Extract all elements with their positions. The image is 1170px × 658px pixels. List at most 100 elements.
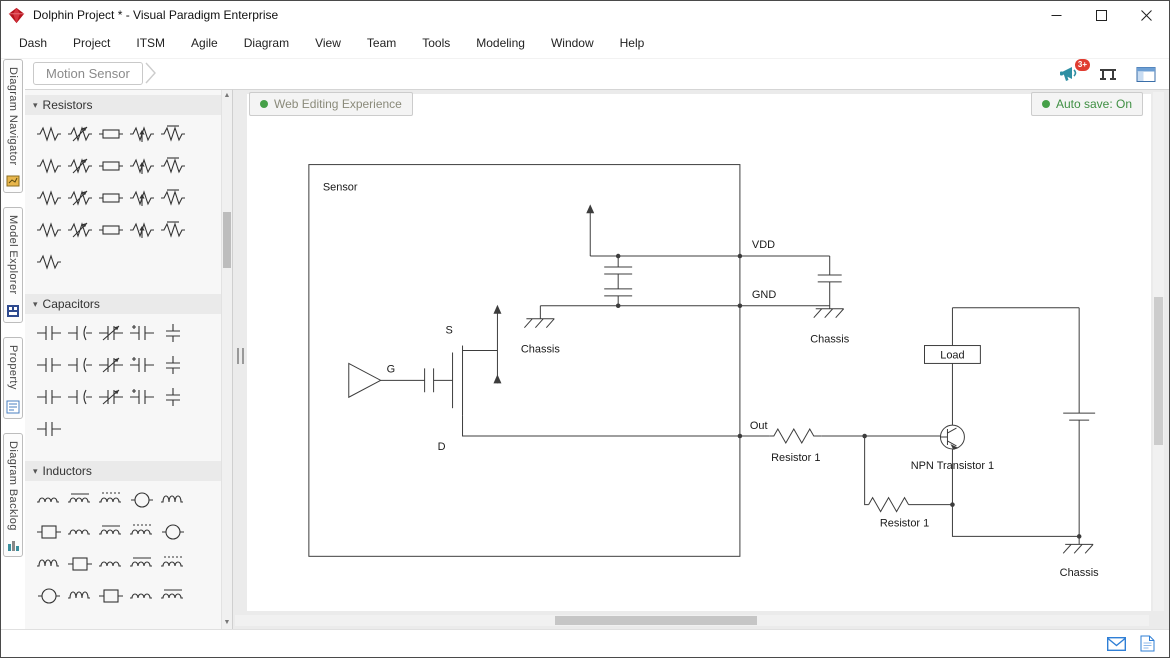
capacitor-symbol-icon[interactable] [64, 349, 95, 381]
palette-section-capacitors[interactable]: ▾Capacitors [25, 294, 222, 314]
inductor-symbol-icon[interactable] [126, 580, 157, 612]
maximize-button[interactable] [1079, 1, 1124, 29]
resistor-symbol-icon[interactable] [64, 182, 95, 214]
vertical-scrollbar[interactable] [1153, 92, 1164, 611]
capacitor-symbol-icon[interactable] [64, 381, 95, 413]
diagram-page[interactable]: Sensor G S D VDD GND Out Chassis Chassis… [247, 94, 1151, 611]
table-panel-icon[interactable] [1133, 62, 1159, 86]
capacitor-symbol[interactable] [1063, 307, 1096, 537]
inductor-symbol-icon[interactable] [95, 548, 126, 580]
inductor-symbol-icon[interactable] [126, 548, 157, 580]
amplifier-symbol[interactable] [348, 362, 382, 399]
menu-item-window[interactable]: Window [550, 36, 594, 50]
menu-item-modeling[interactable]: Modeling [476, 36, 525, 50]
horizontal-scrollbar[interactable] [235, 615, 1149, 626]
capacitor-symbol-icon[interactable] [126, 349, 157, 381]
resistor-symbol-icon[interactable] [157, 214, 188, 246]
menu-item-agile[interactable]: Agile [191, 36, 218, 50]
circuit-diagram[interactable]: Sensor G S D VDD GND Out Chassis Chassis… [247, 94, 1151, 611]
resistor-symbol-icon[interactable] [126, 150, 157, 182]
capacitor-symbol-icon[interactable] [95, 381, 126, 413]
inductor-symbol-icon[interactable] [157, 516, 188, 548]
resistor-symbol[interactable] [769, 428, 822, 444]
minimize-button[interactable] [1034, 1, 1079, 29]
capacitor-symbol-icon[interactable] [95, 317, 126, 349]
menu-item-project[interactable]: Project [73, 36, 111, 50]
close-button[interactable] [1124, 1, 1169, 29]
resistor-symbol-icon[interactable] [95, 118, 126, 150]
menu-item-help[interactable]: Help [619, 36, 645, 50]
capacitor-symbol[interactable] [817, 256, 842, 309]
palette-scrollbar[interactable]: ▲ ▼ [221, 90, 232, 629]
resistor-symbol-icon[interactable] [95, 214, 126, 246]
side-tab-diagram-backlog[interactable]: Diagram Backlog [3, 433, 23, 557]
inductor-symbol-icon[interactable] [126, 516, 157, 548]
inductor-symbol-icon[interactable] [64, 580, 95, 612]
chassis-symbol[interactable] [524, 318, 555, 328]
resistor-symbol-icon[interactable] [126, 214, 157, 246]
resistor-symbol-icon[interactable] [157, 182, 188, 214]
inductor-symbol-icon[interactable] [33, 548, 64, 580]
resistor-symbol-icon[interactable] [33, 150, 64, 182]
capacitor-symbol-icon[interactable] [64, 317, 95, 349]
menu-item-view[interactable]: View [315, 36, 341, 50]
megaphone-icon[interactable]: 3+ [1057, 59, 1090, 86]
resistor-symbol-icon[interactable] [95, 182, 126, 214]
breadcrumb-item-motion-sensor[interactable]: Motion Sensor [33, 61, 143, 85]
capacitor-symbol-icon[interactable] [33, 413, 64, 445]
inductor-symbol-icon[interactable] [126, 484, 157, 516]
inductor-symbol-icon[interactable] [157, 548, 188, 580]
capacitor-symbol-icon[interactable] [33, 381, 64, 413]
palette-scrollbar-thumb[interactable] [223, 212, 231, 268]
scroll-down-icon[interactable]: ▼ [223, 619, 231, 626]
resistor-symbol-icon[interactable] [33, 214, 64, 246]
resistor-symbol-icon[interactable] [33, 118, 64, 150]
inductor-symbol-icon[interactable] [64, 484, 95, 516]
inductor-symbol-icon[interactable] [33, 580, 64, 612]
resistor-symbol-icon[interactable] [64, 118, 95, 150]
inductor-symbol-icon[interactable] [64, 516, 95, 548]
menu-item-tools[interactable]: Tools [422, 36, 451, 50]
menu-item-dash[interactable]: Dash [19, 36, 48, 50]
side-tab-diagram-navigator[interactable]: Diagram Navigator [3, 59, 23, 193]
palette-collapse-handle[interactable] [237, 348, 244, 364]
resistor-symbol-icon[interactable] [126, 182, 157, 214]
menu-item-team[interactable]: Team [366, 36, 397, 50]
resistor-symbol-icon[interactable] [33, 246, 64, 278]
menu-item-itsm[interactable]: ITSM [136, 36, 166, 50]
horizontal-scrollbar-thumb[interactable] [555, 616, 757, 625]
menu-item-diagram[interactable]: Diagram [243, 36, 290, 50]
resistor-symbol-icon[interactable] [64, 214, 95, 246]
chassis-symbol[interactable] [813, 308, 845, 319]
inductor-symbol-icon[interactable] [95, 580, 126, 612]
capacitor-symbol-icon[interactable] [126, 317, 157, 349]
resistor-symbol-icon[interactable] [126, 118, 157, 150]
capacitor-symbol-icon[interactable] [33, 349, 64, 381]
inductor-symbol-icon[interactable] [157, 580, 188, 612]
mail-icon[interactable] [1107, 636, 1126, 651]
side-tab-property[interactable]: Property [3, 337, 23, 419]
inductor-symbol-icon[interactable] [64, 548, 95, 580]
capacitor-symbol[interactable] [424, 368, 435, 393]
inductor-symbol-icon[interactable] [33, 484, 64, 516]
inductor-symbol-icon[interactable] [157, 484, 188, 516]
resistor-symbol-icon[interactable] [95, 150, 126, 182]
capacitor-symbol-icon[interactable] [157, 381, 188, 413]
grip-icon[interactable] [1095, 62, 1121, 86]
resistor-symbol-icon[interactable] [157, 150, 188, 182]
resistor-symbol[interactable] [868, 496, 909, 513]
document-icon[interactable] [1140, 635, 1155, 652]
side-tab-model-explorer[interactable]: Model Explorer [3, 207, 23, 323]
capacitor-symbol-icon[interactable] [33, 317, 64, 349]
capacitor-symbol-icon[interactable] [157, 317, 188, 349]
inductor-symbol-icon[interactable] [95, 484, 126, 516]
palette-section-inductors[interactable]: ▾Inductors [25, 461, 222, 481]
resistor-symbol-icon[interactable] [157, 118, 188, 150]
scroll-up-icon[interactable]: ▲ [223, 92, 231, 99]
capacitor-symbol-icon[interactable] [126, 381, 157, 413]
resistor-symbol-icon[interactable] [33, 182, 64, 214]
inductor-symbol-icon[interactable] [33, 516, 64, 548]
vertical-scrollbar-thumb[interactable] [1154, 297, 1163, 445]
inductor-symbol-icon[interactable] [95, 516, 126, 548]
palette-section-resistors[interactable]: ▾Resistors [25, 95, 222, 115]
